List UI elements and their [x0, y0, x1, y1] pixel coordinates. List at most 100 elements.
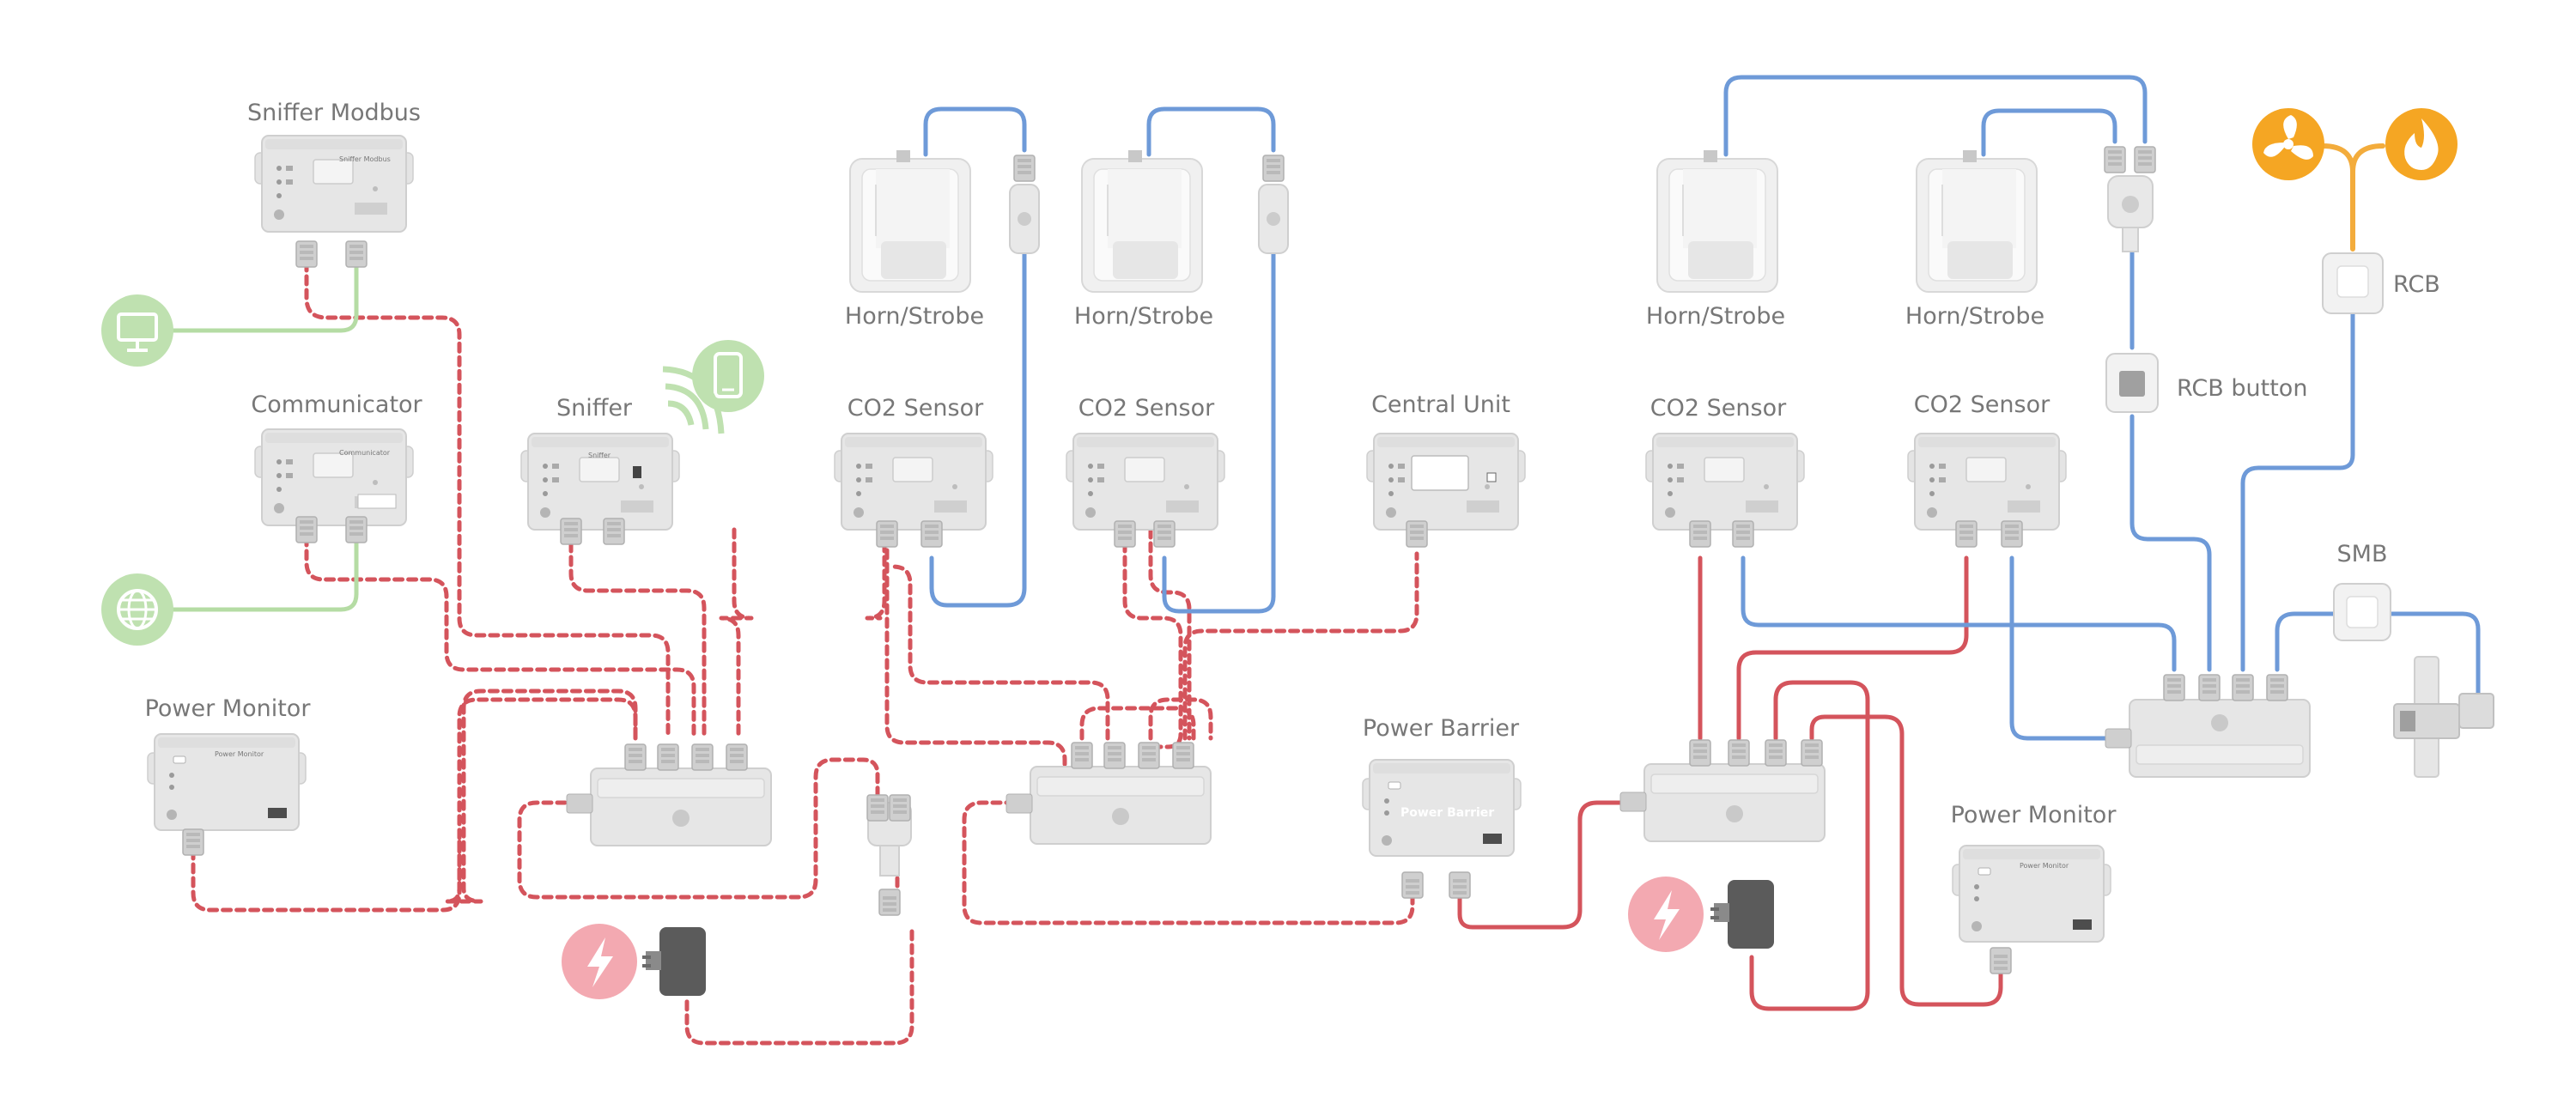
horn-connector-1-plug [1013, 155, 1036, 182]
hub-left-port-2 [657, 743, 679, 771]
desktop-computer-icon [101, 294, 173, 367]
power-monitor-right-plug [1990, 947, 2012, 974]
smartphone-wifi-icon [662, 340, 764, 434]
power-adapter-right [1710, 880, 1774, 949]
hub-center-side-port [1005, 793, 1033, 814]
horn-connector-3-plug-right [2134, 146, 2156, 173]
hub-left-port-3 [691, 743, 714, 771]
hub-far-right-port-1 [2163, 674, 2185, 701]
label-central-unit: Central Unit [1371, 391, 1510, 418]
hub-right-port-4 [1801, 739, 1823, 767]
horn-strobe-2 [1081, 149, 1203, 293]
power-monitor-left-device: Power Monitor [147, 733, 307, 831]
hub-right-port-1 [1689, 739, 1711, 767]
label-power-monitor-left: Power Monitor [144, 695, 311, 722]
horn-connector-2-plug [1262, 155, 1285, 182]
central-unit-device [1366, 433, 1526, 531]
horn-connector-3-plug-left [2104, 146, 2126, 173]
power-monitor-right-device: Power Monitor [1952, 845, 2111, 943]
label-co2-sensor-1: CO2 Sensor [847, 395, 984, 422]
hub-far-right-port-4 [2266, 674, 2288, 701]
hub-center-port-1 [1071, 742, 1093, 769]
globe-icon [101, 573, 173, 646]
co2-sensor-3-plug-left [1689, 520, 1711, 548]
communicator-plug-left [295, 516, 318, 543]
power-monitor-left-plug [182, 828, 204, 856]
co2-sensor-2-plug-left [1114, 520, 1136, 548]
central-unit-plug [1406, 520, 1428, 548]
hub-left-side-port [566, 793, 593, 814]
horn-connector-3 [2107, 175, 2154, 252]
sniffer-plug-left [560, 518, 582, 545]
power-monitor-right-device-text: Power Monitor [2020, 862, 2069, 870]
power-adapter-left [642, 927, 706, 996]
co2-sensor-2 [1066, 433, 1225, 531]
sniffer-plug-right [603, 518, 625, 545]
hub-center [1030, 766, 1212, 845]
sniffer-modbus-plug-left [295, 240, 318, 268]
hub-far-right-port-2 [2198, 674, 2221, 701]
horn-connector-1 [1009, 184, 1040, 254]
smb-device [2333, 583, 2391, 641]
lightning-bolt-icon-right [1628, 877, 1704, 952]
label-power-barrier: Power Barrier [1362, 715, 1520, 742]
label-co2-sensor-4: CO2 Sensor [1913, 391, 2050, 418]
horn-strobe-3 [1656, 149, 1778, 293]
rcb-button-device [2105, 353, 2159, 413]
label-co2-sensor-3: CO2 Sensor [1649, 395, 1787, 422]
rcb-device [2322, 252, 2384, 314]
label-rcb: RCB [2393, 271, 2440, 298]
sniffer-modbus-device: Sniffer Modbus [254, 135, 414, 233]
communicator-device: Communicator [254, 428, 414, 526]
valve-device [2393, 656, 2494, 778]
signal-cables [923, 75, 2481, 741]
communicator-plug-right [345, 516, 368, 543]
co2-sensor-4-plug-right [2001, 520, 2023, 548]
hub-right-side-port [1619, 792, 1647, 812]
label-horn-strobe-2: Horn/Strobe [1073, 303, 1214, 330]
hub-far-right [2129, 699, 2311, 778]
label-horn-strobe-3: Horn/Strobe [1645, 303, 1786, 330]
y-splitter-port-bottom [878, 889, 901, 916]
power-barrier-device-text: Power Barrier [1400, 806, 1494, 820]
label-sniffer: Sniffer [556, 395, 633, 422]
y-splitter-port-right [889, 794, 911, 822]
label-horn-strobe-4: Horn/Strobe [1905, 303, 2045, 330]
sniffer-device-text: Sniffer [588, 452, 611, 459]
y-splitter-port-left [866, 794, 889, 822]
network-cables [165, 259, 359, 612]
horn-connector-2 [1258, 184, 1289, 254]
hub-center-port-4 [1172, 742, 1194, 769]
hub-right-port-3 [1765, 739, 1787, 767]
hub-center-port-2 [1103, 742, 1126, 769]
label-sniffer-modbus: Sniffer Modbus [247, 100, 421, 126]
hub-left [590, 767, 772, 846]
co2-sensor-2-plug-right [1153, 520, 1176, 548]
sniffer-modbus-plug-right [345, 240, 368, 268]
hub-center-port-3 [1138, 742, 1160, 769]
power-barrier-plug-left [1401, 871, 1424, 899]
power-barrier-plug-right [1449, 871, 1471, 899]
label-rcb-button: RCB button [2177, 375, 2308, 402]
communicator-device-text: Communicator [339, 449, 391, 457]
label-co2-sensor-2: CO2 Sensor [1078, 395, 1215, 422]
sniffer-modbus-device-text: Sniffer Modbus [339, 155, 391, 163]
label-smb: SMB [2336, 541, 2388, 567]
hub-right [1643, 763, 1826, 842]
power-monitor-left-device-text: Power Monitor [215, 750, 264, 758]
lightning-bolt-icon [562, 924, 637, 999]
hub-far-right-port-3 [2232, 674, 2254, 701]
co2-sensor-1-plug-left [876, 520, 898, 548]
co2-sensor-1-plug-right [920, 520, 943, 548]
sniffer-device: Sniffer [520, 433, 680, 531]
co2-sensor-4-plug-left [1955, 520, 1978, 548]
label-horn-strobe-1: Horn/Strobe [844, 303, 985, 330]
co2-sensor-4 [1907, 433, 2067, 531]
label-power-monitor-right: Power Monitor [1950, 802, 2117, 828]
flame-icon [2385, 108, 2458, 180]
co2-sensor-3 [1645, 433, 1805, 531]
horn-strobe-1 [849, 149, 971, 293]
power-cables [1457, 555, 2003, 1011]
bus-cables [191, 246, 1419, 1046]
